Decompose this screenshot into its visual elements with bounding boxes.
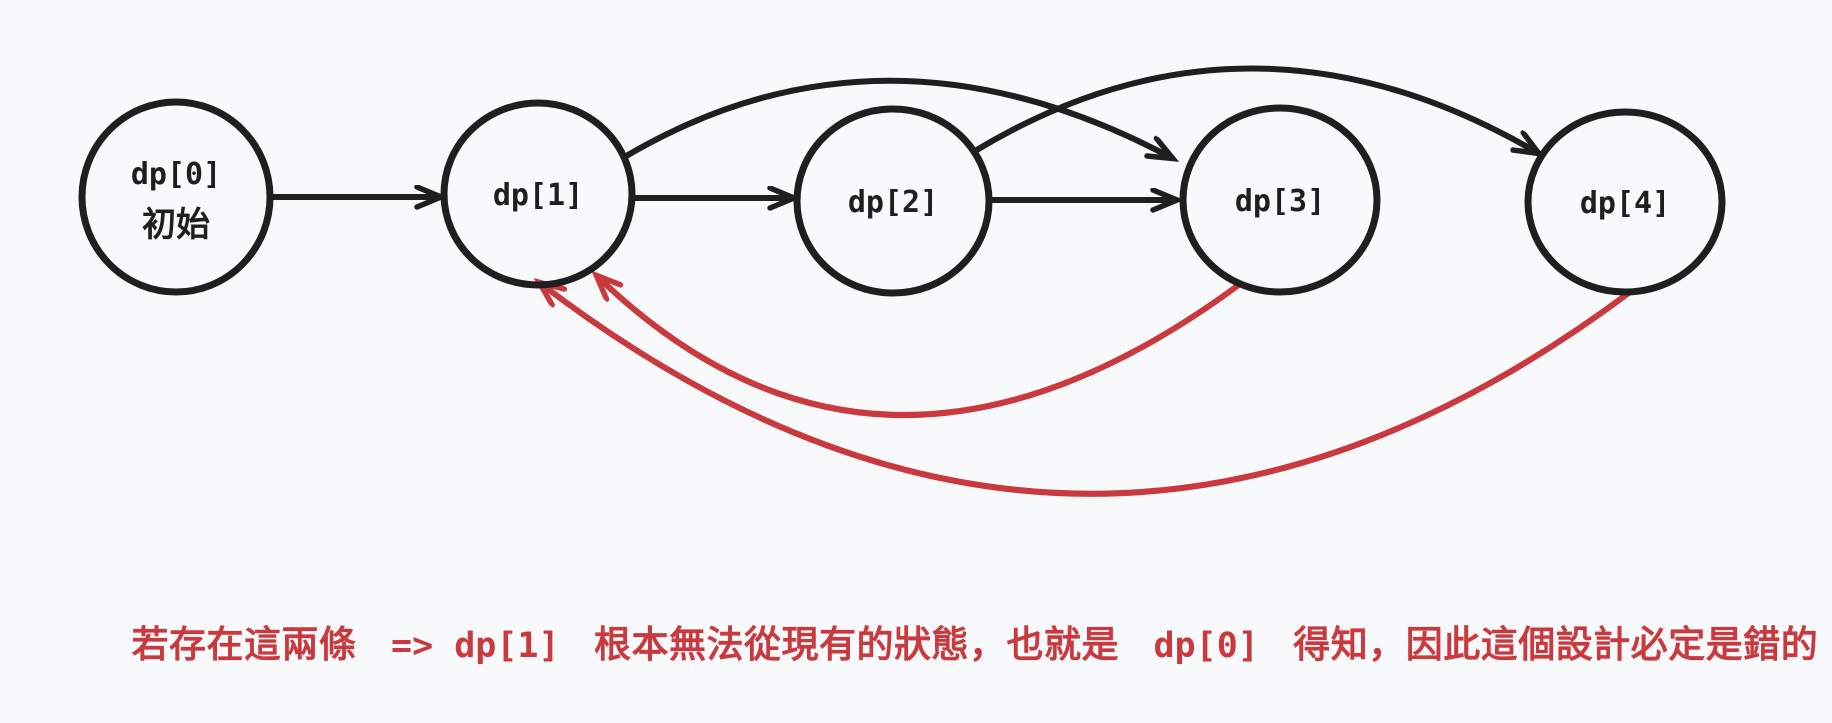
- node-dp4-label: dp[4]: [1580, 186, 1670, 221]
- node-dp3: dp[3]: [1179, 104, 1381, 296]
- node-dp3-circle: [1179, 104, 1381, 296]
- node-dp2: dp[2]: [793, 105, 993, 297]
- edge-dp1-dp3-arc: [625, 77, 1172, 158]
- node-dp0: dp[0] 初始: [78, 98, 274, 296]
- edge-dp4-dp1-red-arc: [540, 283, 1633, 497]
- caption-segment-code: dp[0]: [1132, 625, 1280, 666]
- node-dp4-circle: [1524, 108, 1726, 296]
- caption-segment: 根本無法從現有的狀態，也就是: [580, 622, 1133, 666]
- node-dp1: dp[1]: [440, 99, 636, 289]
- caption: 若存在這兩條 => dp[1] 根本無法從現有的狀態，也就是 dp[0] 得知，…: [78, 567, 1818, 723]
- dp-diagram: dp[0] 初始 dp[1] dp[2] dp[3] dp[4]: [78, 65, 1726, 497]
- caption-segment-code: => dp[1]: [369, 625, 581, 666]
- node-dp1-circle: [440, 99, 636, 289]
- node-dp0-label: dp[0]: [131, 157, 221, 192]
- caption-segment: 若存在這兩條: [131, 622, 370, 666]
- caption-segment: 得知，因此這個設計必定是錯的: [1279, 622, 1819, 666]
- node-dp2-label: dp[2]: [848, 185, 938, 220]
- node-dp0-sublabel: 初始: [142, 205, 210, 245]
- node-dp2-circle: [793, 105, 993, 297]
- node-dp1-label: dp[1]: [493, 178, 583, 213]
- node-dp3-label: dp[3]: [1235, 184, 1325, 219]
- dp-state-diagram-canvas: dp[0] 初始 dp[1] dp[2] dp[3] dp[4] 若存在這兩條 …: [78, 65, 1818, 666]
- edge-dp3-dp1-red-arc: [597, 276, 1243, 418]
- node-dp0-circle: [78, 98, 274, 296]
- edge-dp2-dp4-arc: [972, 65, 1538, 153]
- node-dp4: dp[4]: [1524, 108, 1726, 296]
